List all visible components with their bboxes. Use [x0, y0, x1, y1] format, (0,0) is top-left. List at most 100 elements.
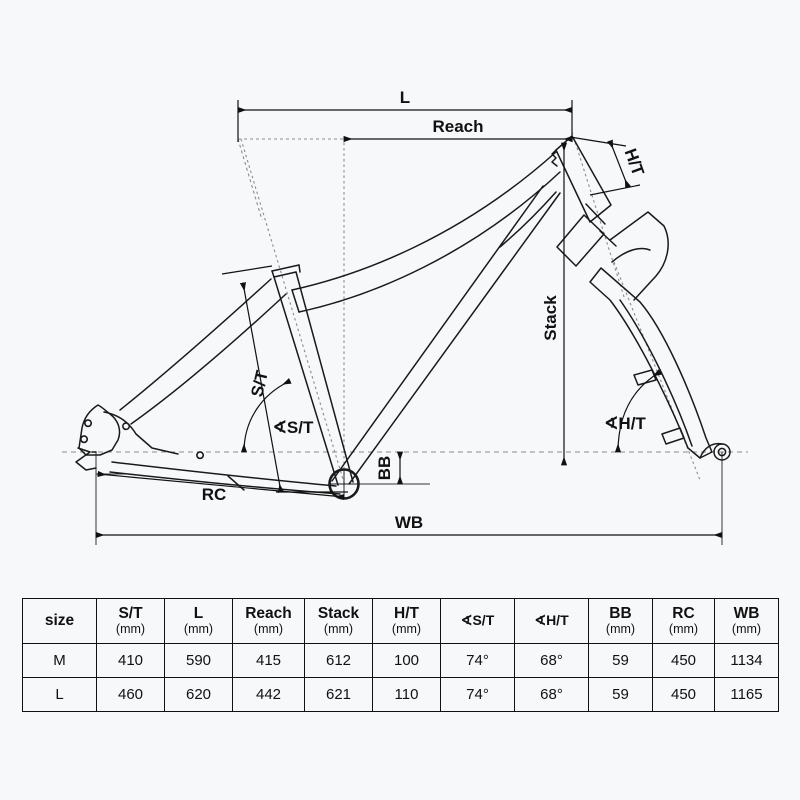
ht-dimension-line [606, 139, 632, 189]
geometry-table-container: size S/T (mm) L (mm) Reach (mm) [22, 598, 779, 712]
head-tube-top-detail [551, 149, 558, 167]
cell-stack: 621 [304, 677, 373, 712]
cell-reach: 415 [232, 643, 305, 678]
label-stack: Stack [541, 295, 560, 341]
seat-extension-guide [237, 138, 263, 221]
head-tube-angle-arc [614, 369, 662, 453]
cell-ht-angle: 68° [514, 677, 589, 712]
cell-st: 460 [96, 677, 165, 712]
seat-collar-right [298, 264, 301, 273]
rc-dimension-line [97, 470, 345, 501]
th-st-unit: (mm) [115, 622, 146, 637]
cell-bb: 59 [588, 643, 653, 678]
th-ht: H/T (mm) [372, 598, 441, 644]
cell-size: M [22, 643, 97, 678]
rear-dropout-bolt-2 [80, 435, 88, 444]
th-st-angle: ∢S/T [440, 598, 515, 644]
cell-ht: 110 [372, 677, 441, 712]
th-st: S/T (mm) [96, 598, 165, 644]
seat-tube-top-cut [273, 271, 297, 278]
cell-rc: 450 [652, 643, 715, 678]
seat-collar-top [271, 264, 300, 272]
fork-crown-line [599, 230, 617, 247]
diagram-background [0, 0, 800, 580]
seat-tube-angle-arc [240, 378, 292, 453]
label-rear-center: RC [202, 485, 227, 504]
label-head-tube-angle: ∢H/T [604, 414, 646, 433]
th-size: size [22, 598, 97, 644]
seat-tube-front-wall [273, 276, 339, 486]
fork-brake-tab-lower [661, 427, 685, 445]
st-extension-top [221, 265, 273, 275]
th-bb: BB (mm) [588, 598, 653, 644]
th-reach: Reach (mm) [232, 598, 305, 644]
th-ht-angle-label: ∢H/T [534, 611, 569, 628]
down-tube-upper-wall [348, 192, 561, 485]
th-st-label: S/T [118, 604, 143, 622]
top-tube-seat-junction [291, 289, 300, 313]
head-tube-gusset [499, 191, 557, 248]
cell-st-angle: 74° [440, 643, 515, 678]
th-reach-unit: (mm) [253, 622, 284, 637]
th-rc: RC (mm) [652, 598, 715, 644]
cell-l: 620 [164, 677, 233, 712]
label-seat-tube-angle: ∢S/T [273, 418, 314, 437]
cell-reach: 442 [232, 677, 305, 712]
seat-tube-rear-wall [295, 271, 354, 483]
fork-crown-inner [611, 247, 651, 263]
cell-wb: 1165 [714, 677, 779, 712]
rear-brake-mount-bolt [196, 451, 204, 460]
label-bottom-bracket: BB [375, 456, 394, 481]
cell-st-angle: 74° [440, 677, 515, 712]
frame-geometry-diagram: L Reach H/T Stack S/T ∢S/T ∢H/T BB RC WB [0, 0, 800, 580]
th-ht-angle: ∢H/T [514, 598, 589, 644]
cell-stack: 612 [304, 643, 373, 678]
th-wb-label: WB [733, 604, 760, 622]
label-l: L [400, 88, 410, 107]
th-wb: WB (mm) [714, 598, 779, 644]
cell-rc: 450 [652, 677, 715, 712]
th-bb-unit: (mm) [605, 622, 636, 637]
cell-bb: 59 [588, 677, 653, 712]
front-dropout-link [699, 442, 723, 459]
dimension-lines [95, 100, 723, 539]
cell-st: 410 [96, 643, 165, 678]
dimension-labels: L Reach H/T Stack S/T ∢S/T ∢H/T BB RC WB [202, 88, 648, 532]
table-row: M 410 590 415 612 100 74° 68° 59 450 113… [22, 643, 779, 678]
cell-size: L [22, 677, 97, 712]
th-wb-unit: (mm) [731, 622, 762, 637]
ht-extension-bottom [589, 184, 641, 196]
th-ht-unit: (mm) [391, 622, 422, 637]
top-tube-upper-wall [291, 151, 557, 291]
th-rc-unit: (mm) [668, 622, 699, 637]
label-wheelbase: WB [395, 513, 423, 532]
cell-l: 590 [164, 643, 233, 678]
down-tube-lower-wall [331, 185, 544, 482]
frame-geometry-table: size S/T (mm) L (mm) Reach (mm) [22, 598, 779, 712]
cell-ht: 100 [372, 643, 441, 678]
rear-brake-bridge [103, 411, 179, 455]
rear-dropout-body [78, 404, 121, 456]
th-l-label: L [193, 604, 204, 622]
head-tube-lower-cup [585, 203, 606, 225]
rear-dropout-bolt-1 [84, 419, 92, 428]
rear-dropout-hanger [75, 447, 97, 471]
table-header-row: size S/T (mm) L (mm) Reach (mm) [22, 598, 779, 644]
th-st-angle-label: ∢S/T [460, 611, 495, 628]
front-axle-hub [717, 447, 727, 457]
top-tube-lower-wall [298, 171, 561, 313]
th-l: L (mm) [164, 598, 233, 644]
th-ht-label: H/T [394, 604, 419, 622]
th-stack-unit: (mm) [323, 622, 354, 637]
cell-wb: 1134 [714, 643, 779, 678]
th-stack: Stack (mm) [304, 598, 373, 644]
th-bb-label: BB [609, 604, 632, 622]
th-l-unit: (mm) [183, 622, 214, 637]
th-reach-label: Reach [245, 604, 292, 622]
cell-ht-angle: 68° [514, 643, 589, 678]
table-row: L 460 620 442 621 110 74° 68° 59 450 116… [22, 677, 779, 712]
th-stack-label: Stack [317, 604, 360, 622]
fork-crown-arch [609, 211, 669, 301]
th-rc-label: RC [672, 604, 695, 622]
